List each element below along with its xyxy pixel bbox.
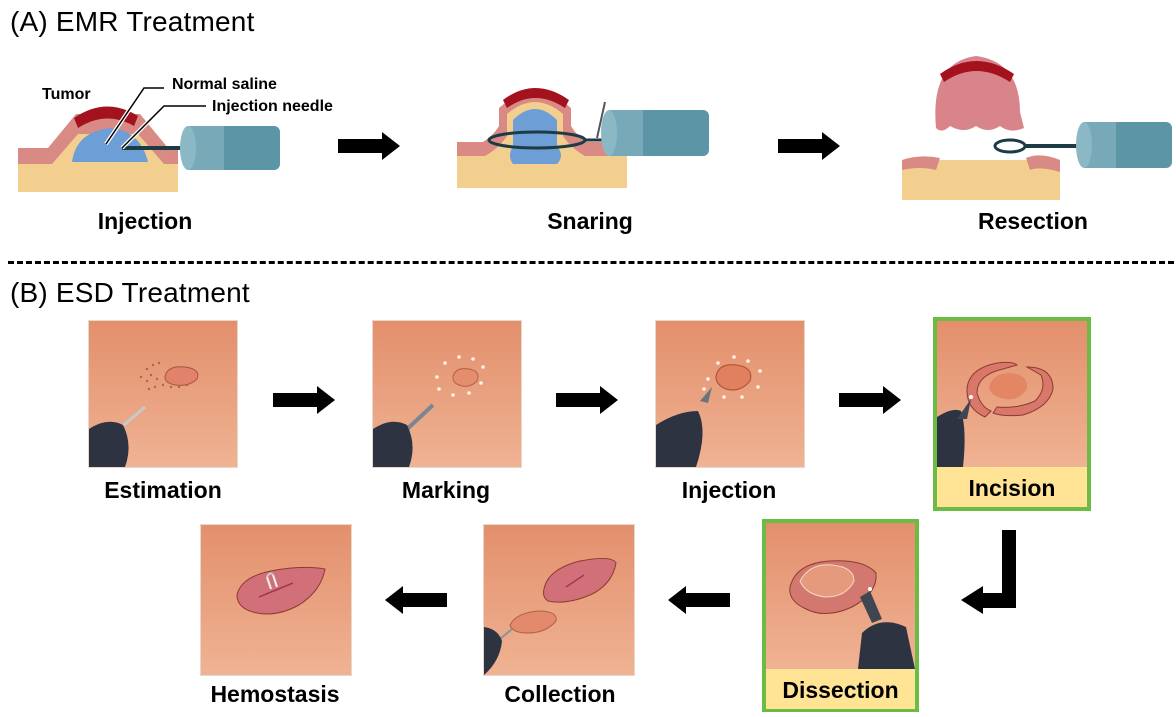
emr-step-label-snaring: Snaring <box>505 208 675 235</box>
esd-dissection-highlight-box: Dissection <box>762 519 919 712</box>
esd-injection-image <box>655 320 805 468</box>
esd-estimation-image <box>88 320 238 468</box>
esd-hemostasis-image <box>200 524 352 676</box>
esd-step-label-injection: Injection <box>644 477 814 504</box>
injection-needle-callout: Injection needle <box>212 98 333 116</box>
esd-step-label-marking: Marking <box>361 477 531 504</box>
emr-snaring-diagram <box>455 80 725 192</box>
esd-step-label-estimation: Estimation <box>78 477 248 504</box>
esd-collection-image <box>483 524 635 676</box>
arrow-right-icon <box>556 386 618 414</box>
esd-marking-image <box>372 320 522 468</box>
emr-step-label-injection: Injection <box>60 208 230 235</box>
esd-dissection-image <box>766 523 915 669</box>
arrow-right-icon <box>338 132 400 160</box>
arrow-right-icon <box>778 132 840 160</box>
arrow-corner-down-left-icon <box>961 530 1019 614</box>
emr-section-title: (A) EMR Treatment <box>10 6 255 38</box>
esd-incision-image <box>937 321 1087 467</box>
arrow-left-icon <box>668 586 730 614</box>
emr-resection-diagram <box>900 52 1172 202</box>
normal-saline-callout: Normal saline <box>172 76 277 94</box>
section-divider <box>8 261 1174 264</box>
arrow-right-icon <box>839 386 901 414</box>
emr-step-label-resection: Resection <box>948 208 1118 235</box>
esd-step-label-collection: Collection <box>475 681 645 708</box>
arrow-right-icon <box>273 386 335 414</box>
esd-step-label-incision: Incision <box>937 469 1087 507</box>
arrow-left-icon <box>385 586 447 614</box>
tumor-callout: Tumor <box>42 86 91 104</box>
esd-incision-highlight-box: Incision <box>933 317 1091 511</box>
esd-step-label-dissection: Dissection <box>766 671 915 709</box>
esd-section-title: (B) ESD Treatment <box>10 277 250 309</box>
esd-step-label-hemostasis: Hemostasis <box>190 681 360 708</box>
